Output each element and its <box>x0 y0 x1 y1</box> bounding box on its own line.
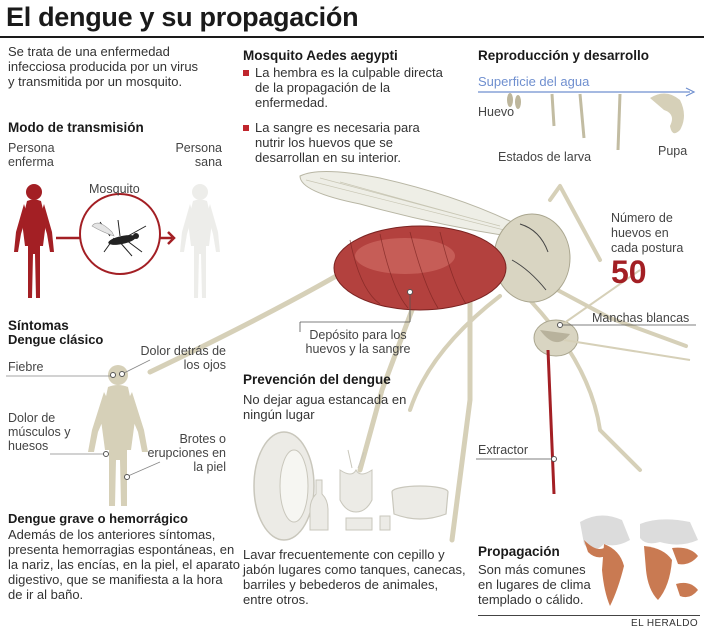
muscle-pain-label: Dolor de músculos y huesos <box>8 411 71 453</box>
sick-person-figure <box>14 184 54 298</box>
mosquito-dots <box>407 289 563 462</box>
bottle-icon <box>309 479 329 531</box>
mosquito-heading: Mosquito Aedes aegypti <box>243 48 398 63</box>
mosquito-bullet-2: La sangre es necesaria para nutrir los h… <box>255 120 420 165</box>
intro-text: Se trata de una enfermedad infecciosa pr… <box>8 44 199 89</box>
title-rule <box>0 36 704 38</box>
egg-label: Huevo <box>478 105 515 119</box>
deposit-label: Depósito para los huevos y la sangre <box>305 328 411 356</box>
healthy-person-figure <box>180 184 220 298</box>
white-spots-label: Manchas blancas <box>592 311 690 325</box>
mosquito-circle-icon <box>79 193 161 275</box>
propagation-text: Son más comunes en lugares de clima temp… <box>478 562 591 607</box>
prevention-text-2: Lavar frecuentemente con cepillo y jabón… <box>243 547 466 607</box>
vase-icon <box>339 449 373 513</box>
tire-icon <box>253 431 315 541</box>
pupa-icon <box>650 93 684 134</box>
larva-icons <box>550 93 622 151</box>
water-surface-line <box>478 87 696 97</box>
mosquito-bullet-1: La hembra es la culpable directa de la p… <box>255 65 443 110</box>
big-mosquito-figure <box>147 171 691 543</box>
bullet-marker-1 <box>243 70 249 76</box>
fever-label: Fiebre <box>8 360 44 374</box>
sick-person-label: Persona enferma <box>8 141 55 169</box>
transmission-arrow-right <box>160 231 176 245</box>
pot-icon <box>391 485 449 520</box>
healthy-person-label: Persona sana <box>175 141 222 169</box>
symptoms-heading: Síntomas <box>8 318 69 333</box>
symptoms-person-figure <box>88 365 148 506</box>
eggs-per-laying-label: Número de huevos en cada postura <box>611 211 684 255</box>
mosquito-label: Mosquito <box>89 182 140 196</box>
footer-rule <box>478 615 700 616</box>
severe-heading: Dengue grave o hemorrágico <box>8 511 188 526</box>
cup-icon <box>345 515 391 531</box>
eye-pain-label: Dolor detrás de los ojos <box>140 344 226 372</box>
prevention-heading: Prevención del dengue <box>243 372 391 387</box>
symptom-leaders <box>6 359 161 477</box>
mosquito-leaders <box>299 292 696 460</box>
larva-stages-label: Estados de larva <box>498 150 592 164</box>
page-title: El dengue y su propagación <box>6 2 359 32</box>
water-surface-label: Superficie del agua <box>478 74 590 89</box>
eggs-count: 50 <box>611 254 647 290</box>
prevention-text-1: No dejar agua estancada en ningún lugar <box>243 392 407 422</box>
bullet-marker-2 <box>243 125 249 131</box>
pupa-label: Pupa <box>658 144 688 158</box>
transmission-heading: Modo de transmisión <box>8 120 144 135</box>
symptoms-subheading: Dengue clásico <box>8 332 104 347</box>
world-map-icon <box>580 515 698 606</box>
credit-label: EL HERALDO <box>631 618 698 629</box>
symptom-dots <box>103 371 130 480</box>
extractor-label: Extractor <box>478 443 529 457</box>
severe-text: Además de los anteriores síntomas, prese… <box>8 527 240 602</box>
egg-icon <box>507 93 521 109</box>
reproduction-heading: Reproducción y desarrollo <box>478 48 650 63</box>
propagation-heading: Propagación <box>478 544 560 559</box>
rash-label: Brotes o erupciones en la piel <box>147 432 226 474</box>
